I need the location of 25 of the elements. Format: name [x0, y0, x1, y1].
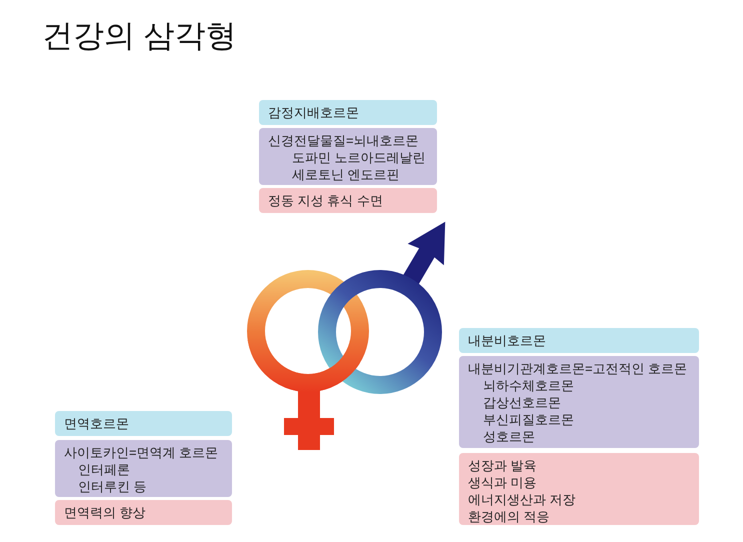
- list-item: 성장과 발육: [468, 457, 537, 474]
- title: 건강의 삼각형: [42, 17, 237, 55]
- effect-box: [459, 453, 699, 525]
- list-item: 생식과 미용: [468, 474, 537, 491]
- heading-text: 사이토카인=면역계 호르몬: [64, 444, 218, 461]
- effect-box: 면역력의 향상: [55, 500, 232, 525]
- list-item: 성호르몬: [482, 428, 535, 445]
- category-box: 면역호르몬: [55, 411, 232, 436]
- list-item: 뇌하수체호르몬: [482, 377, 574, 394]
- list-item: 세로토닌 엔도르핀: [291, 166, 400, 183]
- hormone-box: [459, 356, 699, 448]
- hormone-box: [55, 440, 232, 497]
- category-box: 내분비호르몬: [459, 328, 699, 353]
- list-item: 에너지생산과 저장: [468, 491, 576, 508]
- list-item: 인터루킨 등: [77, 478, 147, 495]
- heading-text: 내분비기관계호르몬=고전적인 호르몬: [468, 360, 688, 377]
- list-item: 갑상선호르몬: [482, 394, 561, 411]
- heading-text: 신경전달물질=뇌내호르몬: [268, 132, 419, 149]
- category-box: 감정지배호르몬: [259, 100, 437, 125]
- list-item: 환경에의 적응: [468, 508, 550, 525]
- list-item: 부신피질호르몬: [482, 411, 574, 428]
- hormone-box: [259, 128, 437, 185]
- effect-box: 정동 지성 휴식 수면: [259, 188, 437, 213]
- list-item: 인터페론: [77, 461, 130, 478]
- list-item: 도파민 노르아드레날린: [291, 149, 426, 166]
